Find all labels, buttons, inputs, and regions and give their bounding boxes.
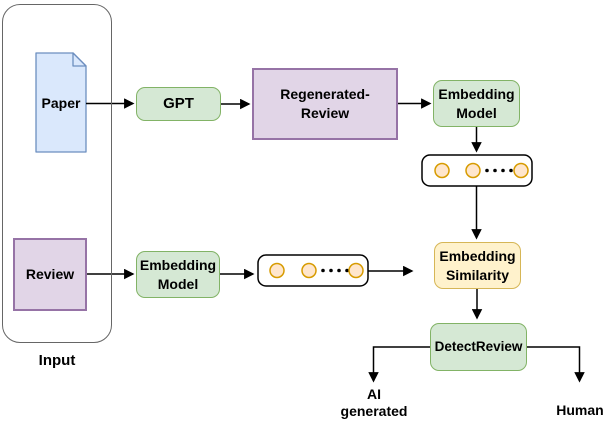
- node-detectreview: DetectReview: [430, 323, 527, 371]
- ellipsis-dot: [345, 268, 349, 273]
- output-ai-generated-label: AI generated: [340, 386, 408, 419]
- input-group-label: Input: [38, 352, 76, 369]
- embedding-circle: [513, 162, 529, 179]
- ellipsis-dot: [509, 168, 513, 173]
- node-regenerated-review: Regenerated- Review: [252, 68, 398, 140]
- ellipsis-dot: [337, 268, 341, 273]
- node-gpt: GPT: [136, 87, 221, 121]
- node-review: Review: [13, 238, 87, 311]
- embedding-circle: [269, 262, 285, 279]
- embedding-circle: [348, 262, 364, 279]
- node-embedding-model-bottom: Embedding Model: [136, 251, 220, 298]
- ellipsis-dot: [493, 168, 497, 173]
- embedding-circle: [301, 262, 317, 279]
- ellipsis-dot: [485, 168, 489, 173]
- embedding-circle: [465, 162, 481, 179]
- input-group-container: [2, 4, 112, 343]
- arrow-detectreview-to-human: [527, 346, 585, 383]
- arrow-detectreview-to-ai-generated: [368, 346, 430, 383]
- node-embedding-similarity: Embedding Similarity: [434, 242, 521, 289]
- embedding-circle: [434, 162, 450, 179]
- embedding-vector-top: [421, 154, 533, 187]
- node-embedding-model-top: Embedding Model: [433, 80, 520, 127]
- paper-document-icon: [35, 52, 87, 153]
- ellipsis-dot: [321, 268, 325, 273]
- output-human-label: Human: [556, 402, 604, 418]
- node-paper-label: Paper: [41, 94, 81, 111]
- ellipsis-dot: [501, 168, 505, 173]
- embedding-vector-bottom: [257, 254, 369, 287]
- ellipsis-dot: [329, 268, 333, 273]
